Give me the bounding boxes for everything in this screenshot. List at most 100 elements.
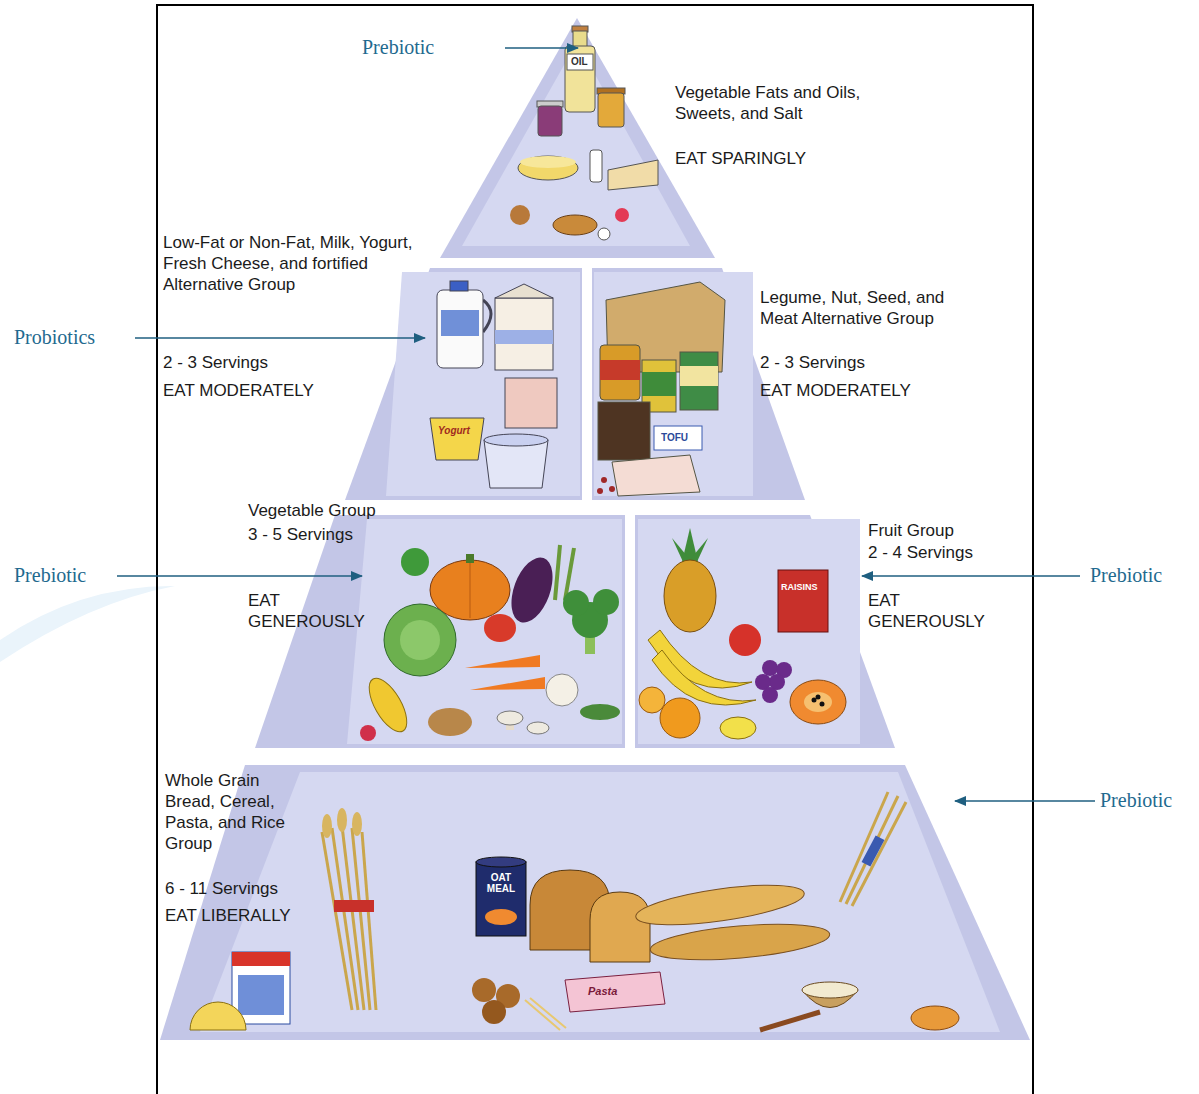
group-note: EAT GENEROUSLY xyxy=(248,590,373,632)
carrot xyxy=(465,655,540,668)
spaghetti xyxy=(530,998,566,1028)
group-note: EAT MODERATELY xyxy=(163,380,363,401)
yogurt-cup xyxy=(430,418,484,460)
cabbage-heart xyxy=(400,620,440,660)
jug-label xyxy=(441,310,479,336)
bread-loaf xyxy=(590,892,650,962)
leader-arrow xyxy=(862,575,1080,577)
inner-panel xyxy=(638,519,860,744)
jug-handle xyxy=(483,300,491,332)
spaghetti xyxy=(525,1000,560,1030)
broccoli xyxy=(593,589,619,615)
text-holder: 6 - 11 Servings xyxy=(165,878,325,899)
cereal-box-top xyxy=(232,952,290,966)
package-label: Yogurt xyxy=(438,425,470,437)
mushroom xyxy=(527,722,549,734)
group-note: 3 - 5 Servings xyxy=(248,524,388,545)
honey-jar xyxy=(598,93,624,127)
pasta-box xyxy=(565,972,665,1012)
pyramid-band xyxy=(440,18,715,258)
grape xyxy=(762,660,778,676)
annotation-label: Prebiotic xyxy=(1090,564,1162,587)
group-heading: Vegetable Group xyxy=(248,500,388,521)
text-holder: 2 - 3 Servings xyxy=(163,352,363,373)
peanut-butter-jar xyxy=(600,345,640,400)
food-group-band: Fruit Group2 - 4 ServingsEAT GENEROUSLY xyxy=(635,515,895,748)
picture-frame xyxy=(157,5,1033,1094)
text-holder: EAT MODERATELY xyxy=(760,380,960,401)
pineapple xyxy=(664,560,716,632)
group-note: EAT LIBERALLY xyxy=(165,905,325,926)
wheat-stalk xyxy=(362,832,376,1010)
carton-stripe xyxy=(495,330,553,344)
papaya-flesh xyxy=(804,692,832,712)
group-note: EAT MODERATELY xyxy=(760,380,960,401)
green-pepper xyxy=(401,548,429,576)
wheat-head xyxy=(352,812,362,836)
can-label xyxy=(680,366,718,386)
package-label: OAT MEAL xyxy=(480,872,522,894)
bottle-neck xyxy=(573,31,587,48)
oil-bottle xyxy=(565,46,595,112)
pyramid-band xyxy=(635,515,895,748)
inner-panel xyxy=(347,519,622,744)
text-holder: Vegetable Group xyxy=(248,500,388,521)
pyramid-band-shape xyxy=(255,515,625,748)
carton-top xyxy=(495,284,553,298)
text-holder: 2 - 4 Servings xyxy=(868,542,1008,563)
group-note: 2 - 4 Servings xyxy=(868,542,1008,563)
mushroom xyxy=(497,711,523,725)
text-holder: 3 - 5 Servings xyxy=(248,524,388,545)
can-top xyxy=(476,857,526,867)
text-holder: EAT GENEROUSLY xyxy=(868,590,993,632)
pyramid-band-shape xyxy=(160,765,1030,1040)
food-group-band: Low-Fat or Non-Fat, Milk, Yogurt, Fresh … xyxy=(345,268,582,500)
red-pepper xyxy=(484,614,516,642)
food-group-band: Vegetable Group3 - 5 ServingsEAT GENEROU… xyxy=(255,515,625,748)
cottage-cheese-tub xyxy=(484,440,548,488)
background-swoosh xyxy=(0,586,175,662)
orange xyxy=(660,698,700,738)
radish xyxy=(360,725,376,741)
pyramid-band xyxy=(345,268,582,500)
group-heading: Vegetable Fats and Oils, Sweets, and Sal… xyxy=(675,82,925,124)
wheat-head xyxy=(337,808,347,832)
tub-lid xyxy=(484,434,548,446)
pyramid-band-shape xyxy=(635,515,895,748)
papaya-seed xyxy=(820,702,825,707)
label-holder: Prebiotic xyxy=(14,564,86,587)
label-holder: OIL xyxy=(571,56,588,68)
pyramid-band-shape xyxy=(440,18,715,258)
leader-arrow xyxy=(117,575,362,577)
annotation-label: Probiotics xyxy=(14,326,95,349)
label-holder: Prebiotic xyxy=(362,36,434,59)
asparagus xyxy=(555,545,560,600)
raisin-box xyxy=(778,570,828,632)
package-label: Pasta xyxy=(588,985,617,998)
salt-shaker xyxy=(590,150,602,182)
candy xyxy=(598,228,610,240)
annotation-label: Prebiotic xyxy=(362,36,434,59)
group-note: 6 - 11 Servings xyxy=(165,878,325,899)
group-heading: Low-Fat or Non-Fat, Milk, Yogurt, Fresh … xyxy=(163,232,423,295)
butter-bowl xyxy=(518,156,578,180)
nut-bag xyxy=(598,402,650,460)
wheat-band xyxy=(334,900,374,912)
text-holder: Vegetable Fats and Oils, Sweets, and Sal… xyxy=(675,82,925,124)
inner-panel xyxy=(200,772,1000,1032)
pastry xyxy=(553,215,597,235)
group-note: EAT SPARINGLY xyxy=(675,148,925,169)
cheese-wedge xyxy=(608,160,658,190)
can-emblem xyxy=(485,909,517,925)
pyramid-band xyxy=(255,515,625,748)
leader-arrow xyxy=(135,337,425,339)
food-group-band: Whole Grain Bread, Cereal, Pasta, and Ri… xyxy=(160,765,1030,1040)
text-holder: Legume, Nut, Seed, and Meat Alternative … xyxy=(760,287,965,329)
zucchini xyxy=(580,704,620,720)
group-heading: Whole Grain Bread, Cereal, Pasta, and Ri… xyxy=(165,770,300,854)
wheat-band xyxy=(862,835,885,866)
baguette xyxy=(649,918,831,966)
banana xyxy=(652,650,756,705)
text-holder: EAT GENEROUSLY xyxy=(248,590,373,632)
